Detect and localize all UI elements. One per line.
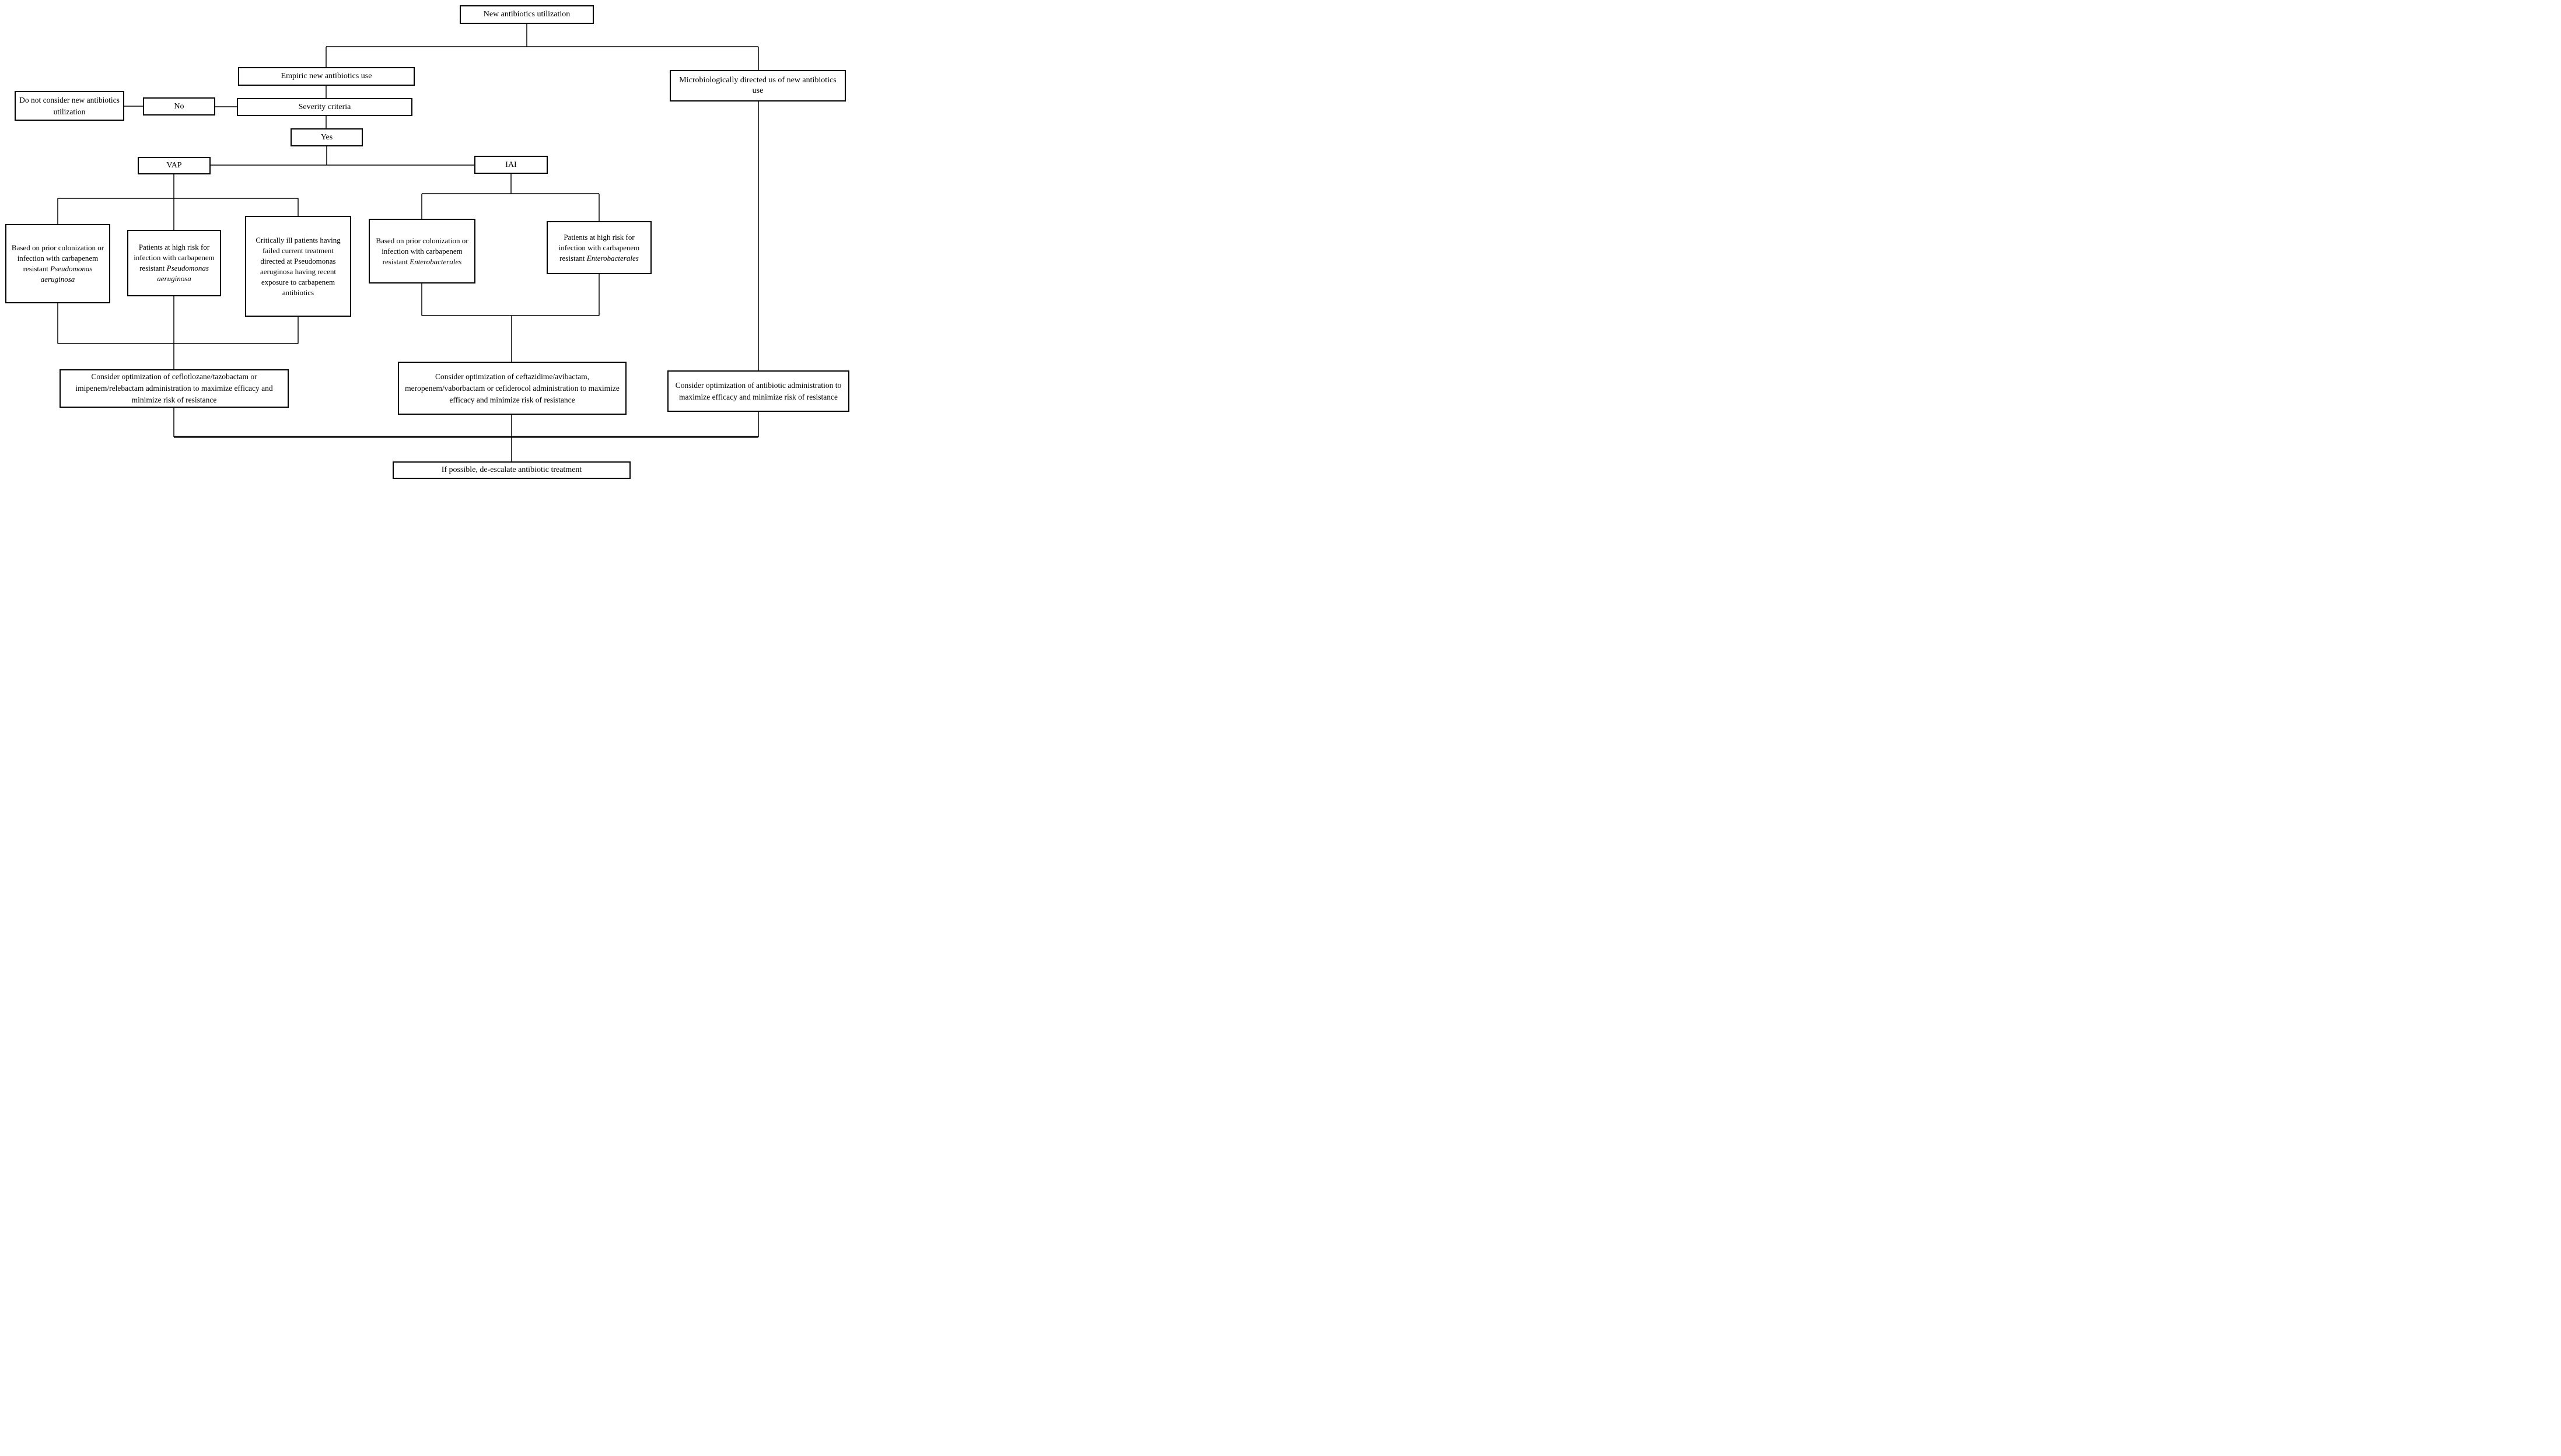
species-name: Pseudomonas aeruginosa [40,264,93,284]
species-name: Pseudomonas aeruginosa [157,264,209,283]
node-vap-high-risk: Patients at high risk for infection with… [127,230,221,296]
connector-layer [57,24,759,461]
node-label: Severity criteria [298,102,351,111]
node-label: Do not consider new antibiotics utilizat… [19,95,120,116]
node-label: Consider optimization of antibiotic admi… [675,380,842,401]
node-label: New antibiotics utilization [483,10,571,19]
node-empiric-new-antibiotics-use: Empiric new antibiotics use [238,67,415,86]
node-vap: VAP [138,157,211,174]
node-label: Yes [320,132,333,142]
node-no: No [143,97,215,116]
node-label: Empiric new antibiotics use [281,72,372,80]
node-label: Microbiologically directed us of new ant… [679,76,837,95]
node-microbiologically-directed-use: Microbiologically directed us of new ant… [670,70,846,102]
node-vap-prior-colonization: Based on prior colonization or infection… [5,224,110,303]
node-label: Patients at high risk for infection with… [134,243,215,283]
species-name: Enterobacterales [410,257,462,266]
node-iai: IAI [474,156,548,174]
node-label: IAI [505,160,517,169]
node-label: Critically ill patients having failed cu… [256,235,341,297]
node-new-antibiotics-utilization: New antibiotics utilization [460,5,594,24]
node-iai-high-risk: Patients at high risk for infection with… [547,221,652,274]
node-label: Patients at high risk for infection with… [558,232,640,262]
node-label: Based on prior colonization or infection… [376,236,468,266]
node-deescalate-treatment: If possible, de-escalate antibiotic trea… [393,461,631,479]
node-label: Consider optimization of ceflotlozane/ta… [75,372,273,404]
node-consider-antibiotic-optimization: Consider optimization of antibiotic admi… [667,370,849,412]
node-label: Based on prior colonization or infection… [11,243,104,284]
node-do-not-consider: Do not consider new antibiotics utilizat… [15,91,124,121]
node-vap-critically-ill: Critically ill patients having failed cu… [245,216,351,317]
node-consider-ceftolozane-imipenem: Consider optimization of ceflotlozane/ta… [60,369,289,408]
species-name: Enterobacterales [586,253,639,262]
connectors [57,24,759,461]
node-label: No [174,102,184,111]
flowchart-canvas: New antibiotics utilization Empiric new … [0,0,853,485]
node-label: If possible, de-escalate antibiotic trea… [441,466,582,474]
node-label: VAP [166,161,182,170]
node-severity-criteria: Severity criteria [237,98,412,116]
node-yes: Yes [291,128,363,146]
node-iai-prior-colonization: Based on prior colonization or infection… [369,219,475,284]
node-label: Consider optimization of ceftazidime/avi… [405,372,620,404]
node-consider-ceftazidime-meropenem-cefiderocol: Consider optimization of ceftazidime/avi… [398,362,627,415]
